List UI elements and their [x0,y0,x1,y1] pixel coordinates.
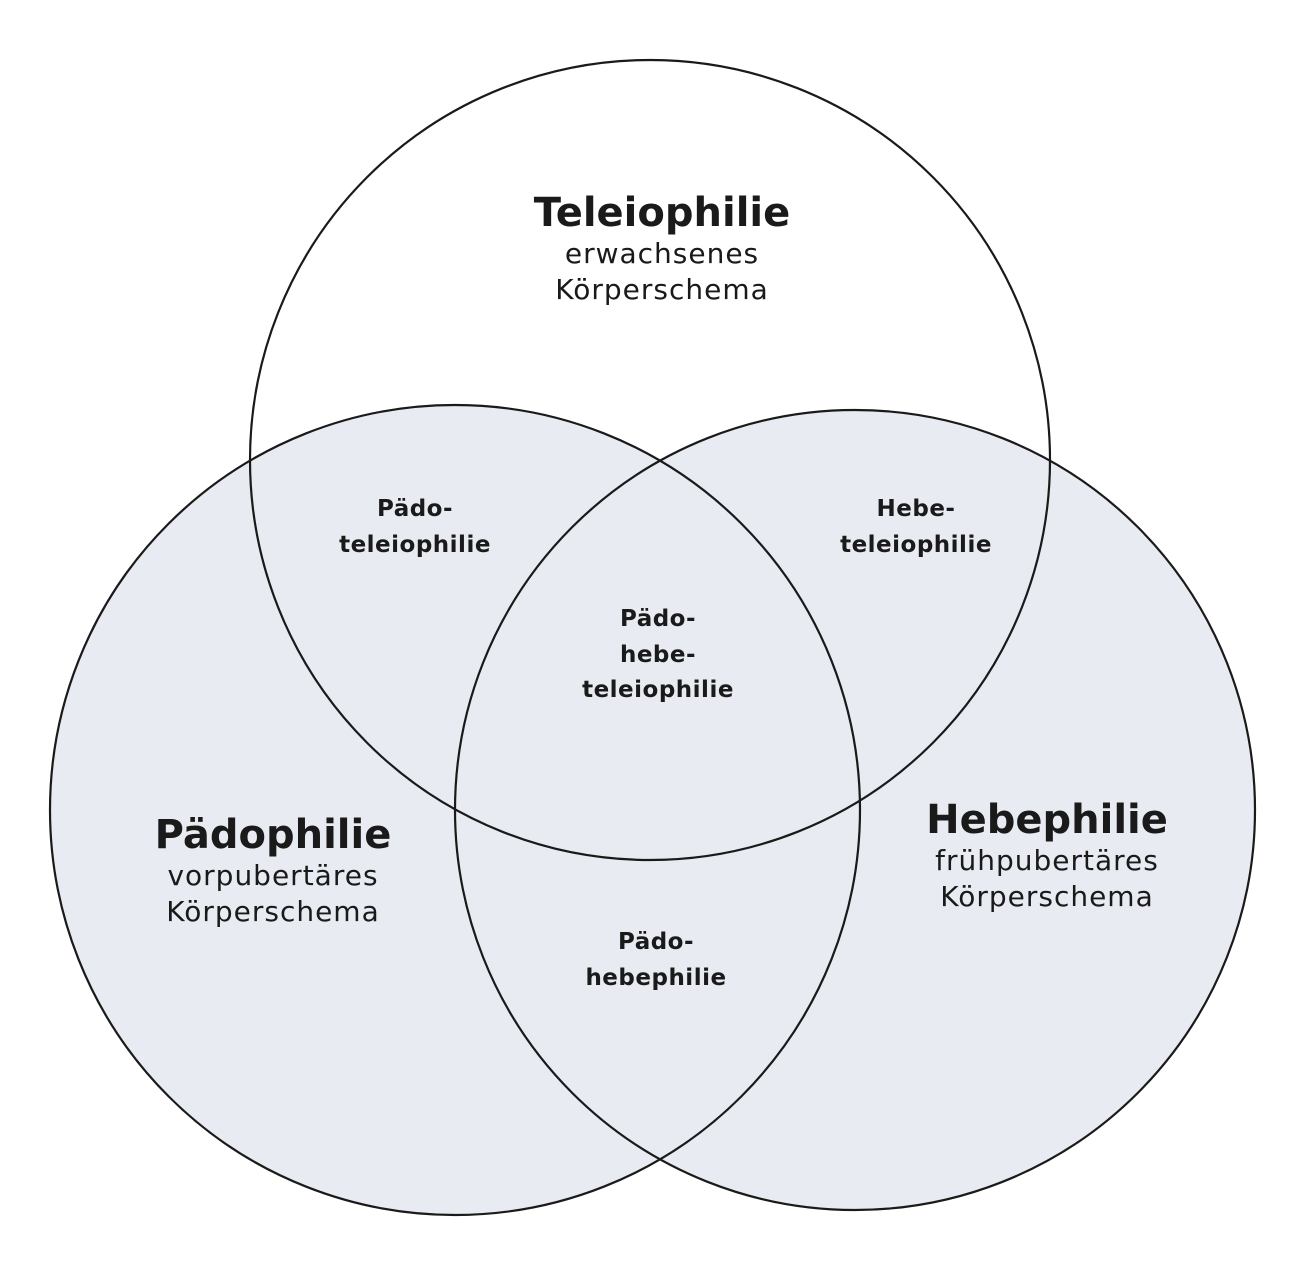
hebe-teleio-line2: teleiophilie [840,531,992,558]
circle-hebephilie-outline [453,408,1257,1212]
teleiophilie-title: Teleiophilie [533,190,791,236]
paedophilie-sub-line1: vorpubertäres [167,859,379,892]
teleiophilie-sub-line2: Körperschema [555,272,769,306]
label-paedo-hebe-teleiophilie: Pädo- hebe- teleiophilie [582,602,734,709]
paedo-teleio-line2: teleiophilie [339,531,491,558]
paedo-hebe-line1: Pädo- [617,929,695,955]
hebephilie-title: Hebephilie [926,797,1168,843]
hebephilie-sub-line1: frühpubertäres [935,844,1159,877]
label-teleiophilie: Teleiophilie erwachsenes Körperschema [534,190,791,308]
paedophilie-sub-line2: Körperschema [166,894,380,928]
paedophilie-title: Pädophilie [154,812,392,858]
paedo-hebe-line2: hebephilie [585,964,727,991]
label-paedophilie: Pädophilie vorpubertäres Körperschema [155,812,392,930]
all-three-line1: Pädo- [619,606,697,632]
all-three-line2: hebe- [619,641,697,668]
label-hebe-teleiophilie: Hebe- teleiophilie [840,492,992,563]
label-paedo-teleiophilie: Pädo- teleiophilie [339,492,491,563]
circle-paedophilie-outline [48,403,862,1217]
hebe-teleio-line1: Hebe- [876,496,956,522]
hebephilie-sub-line2: Körperschema [940,879,1154,913]
all-three-line3: teleiophilie [582,677,734,704]
label-paedo-hebephilie: Pädo- hebephilie [585,925,726,996]
teleiophilie-sub-line1: erwachsenes [564,237,760,270]
label-hebephilie: Hebephilie frühpubertäres Körperschema [926,797,1168,915]
paedo-teleio-line1: Pädo- [376,496,454,522]
